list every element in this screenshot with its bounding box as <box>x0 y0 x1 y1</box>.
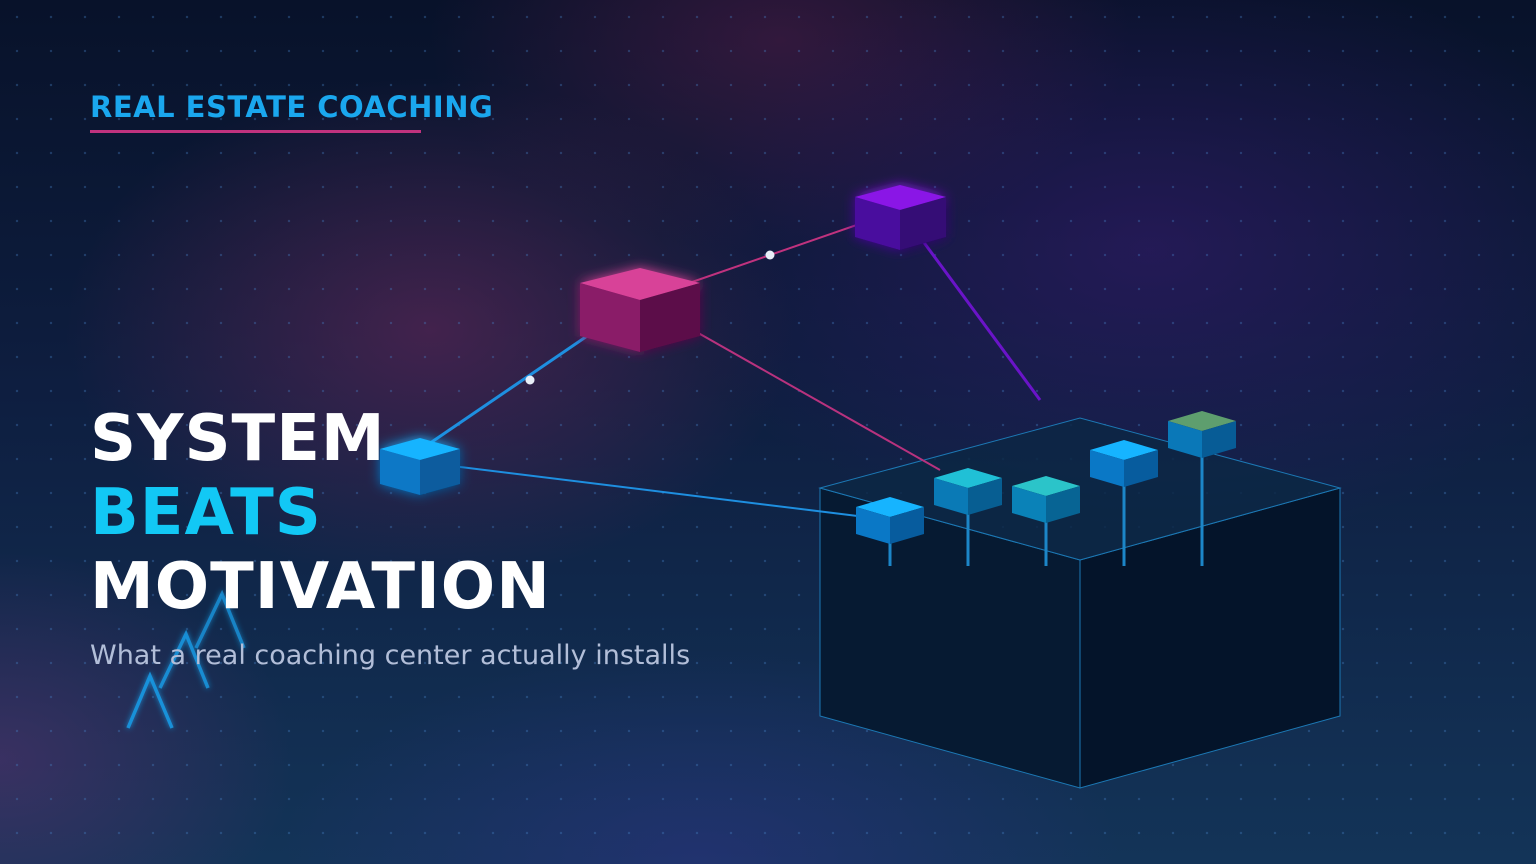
headline-line-3: MOTIVATION <box>90 550 551 624</box>
connection-dot <box>765 250 775 260</box>
platform-cube-5 <box>1168 411 1236 458</box>
platform-cube-1 <box>856 497 924 544</box>
kicker-underline <box>90 130 421 133</box>
platform-cube-4 <box>1090 440 1158 487</box>
platform-cube-2 <box>934 468 1002 515</box>
platform-cube-3 <box>1012 476 1080 523</box>
headline: SYSTEM BEATS MOTIVATION <box>90 402 551 624</box>
subtitle: What a real coaching center actually ins… <box>90 640 691 671</box>
connection-dot <box>525 375 535 385</box>
headline-line-1: SYSTEM <box>90 402 386 476</box>
pink-cube-node <box>580 268 700 352</box>
isometric-platform-icon <box>818 417 1342 789</box>
headline-line-2: BEATS <box>90 476 322 550</box>
purple-cube-node <box>855 185 946 250</box>
kicker-label: REAL ESTATE COACHING <box>90 90 494 124</box>
blue-cube-node <box>380 438 460 495</box>
